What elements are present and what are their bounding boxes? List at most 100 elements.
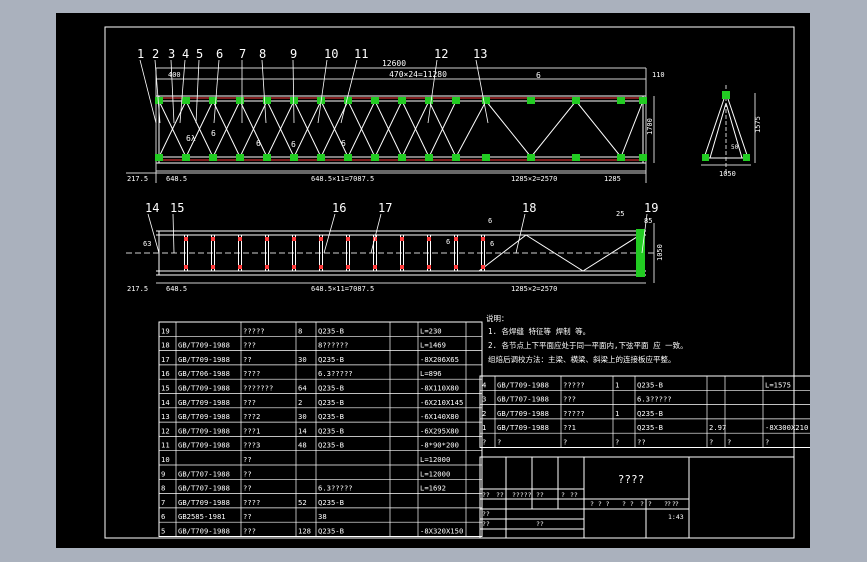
title-mark: ?? [482,510,490,518]
plan-node [427,265,431,269]
table-cell: L=12000 [420,455,450,464]
table-cell: -8X300X210 [765,423,808,432]
callout-number: 15 [170,201,184,215]
plan-dim: 648.5×11=7087.5 [311,285,374,293]
table-cell: ? [497,438,501,447]
gusset-node [155,154,163,161]
callout-number: 17 [378,201,392,215]
table-cell: L=12000 [420,469,450,478]
callout-leader [139,59,157,124]
weld-label: 6 [536,71,541,80]
weld-labels: 6 6λ 6 6 6 6 [186,71,541,149]
table-cell: Q235-B [318,441,344,450]
scale-value: 1:43 [668,513,684,521]
gusset-node [452,97,460,104]
callout-leader [292,59,295,124]
table-cell: -8*90*200 [420,441,459,450]
table-cell: L=1692 [420,484,446,493]
title-mark: ?? [536,520,544,528]
table-cell: 30 [298,355,307,364]
plan-node [319,265,323,269]
drawing-name: ???? [618,473,645,486]
callout-leader [195,59,200,124]
table-cell: 9 [161,469,165,478]
plan-vertical [373,234,377,272]
callout-leader [213,59,220,124]
table-cell: Q235-B [318,527,344,536]
gusset-node [155,97,163,104]
plan-node [211,237,215,241]
table-cell: 4 [482,380,486,389]
gusset-node [425,154,433,161]
plan-right-dim: 85 [644,217,652,225]
gusset-node [639,154,647,161]
table-cell: L=1469 [420,341,446,350]
gusset-node [425,97,433,104]
bottom-dim: 217.5 [127,175,148,183]
notes-line: 1. 各焊缝 特征等 焊制 等。 [488,326,590,336]
table-cell: 6.3????? [637,395,672,404]
truss-diagonals [158,100,644,158]
weld-label: 6 [291,140,296,149]
section-node [743,154,750,161]
table-cell: ?? [243,484,252,493]
table-cell: ???1 [243,426,260,435]
table-cell: 2 [482,409,486,418]
table-cell: ????? [563,380,585,389]
plan-right-dim: 1050 [656,244,664,261]
table-cell: ???3 [243,441,260,450]
table-cell: 64 [298,384,307,393]
table-cell: -6X210X145 [420,398,463,407]
table-cell: GB/T707-1988 [178,484,230,493]
plan-node [292,265,296,269]
plan-node [346,265,350,269]
table-cell: 5 [161,527,165,536]
gusset-node [398,154,406,161]
callout-number: 6 [216,47,223,61]
plan-dims: 217.5 648.5 648.5×11=7087.5 1285×2=2570 … [127,210,664,293]
gusset-node [572,154,580,161]
table-cell: GB/T709-1988 [178,384,230,393]
plan-vertical [211,234,215,272]
plan-node [481,265,485,269]
total-dim: 12600 [382,59,406,68]
table-cell: GB2585-1981 [178,512,226,521]
table-cell: 2 [298,398,302,407]
callout-leader [323,213,336,254]
table-cell: ? [563,438,567,447]
gusset-node [398,97,406,104]
callout-number: 1 [137,47,144,61]
plan-node [265,265,269,269]
table-cell: ? [727,438,731,447]
gusset-node [617,154,625,161]
table-cell: GB/T709-1988 [178,426,230,435]
plan-verticals [184,229,645,277]
table-cell: ? [709,438,713,447]
callout-leader [261,59,267,124]
title-mark: ?? [482,520,490,528]
plan-node [211,265,215,269]
table-cell: GB/T709-1988 [178,341,230,350]
plan-vertical [454,234,458,272]
table-cell: ? [615,438,619,447]
table-cell: ??? [243,341,256,350]
callout-number: 4 [182,47,189,61]
table-cell: GB/T709-1988 [497,409,549,418]
table-cell: ? [482,438,486,447]
gusset-node [182,97,190,104]
weld-label: 6 [341,139,346,148]
plan-node [238,265,242,269]
bottom-dim: 1285×2=2570 [511,175,557,183]
table-cell: 8 [298,326,302,335]
sheet-label: ? ? [664,500,676,508]
gusset-node [209,97,217,104]
plan-node [373,265,377,269]
plan-node [184,237,188,241]
table-cell: ?? [637,438,646,447]
table-cell: GB/T709-1988 [497,423,549,432]
table-cell: ???? [243,369,260,378]
title-mark: ?? [536,491,544,499]
table-cell: -8X320X150 [420,527,463,536]
table-cell: ???2 [243,412,260,421]
